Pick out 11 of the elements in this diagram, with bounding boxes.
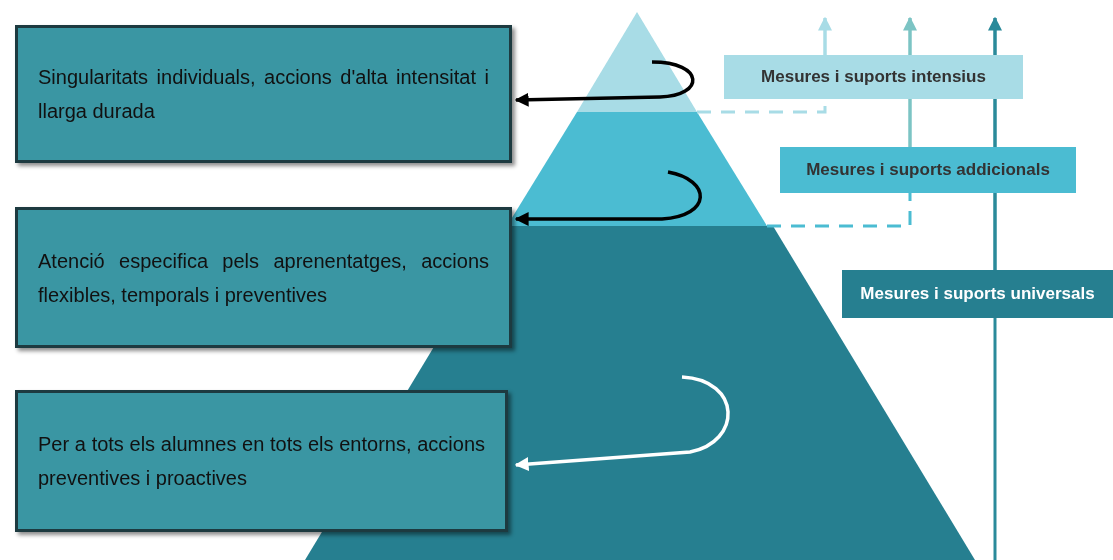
level-label: Mesures i suports universals: [842, 270, 1113, 318]
level-label: Mesures i suports addicionals: [780, 147, 1076, 193]
arrow: [514, 170, 702, 226]
arrow: [514, 60, 695, 107]
level-label: Mesures i suports intensius: [724, 55, 1023, 99]
arrow: [818, 16, 832, 55]
connector-line: [767, 193, 912, 228]
text-box: Atenció especifica pels aprenentatges, accions flexibles, temporals i preventives: [15, 207, 512, 348]
arrow: [514, 375, 730, 472]
text-box: Singularitats individuals, accions d'alta intensitat i llarga durada: [15, 25, 512, 163]
text-box: Per a tots els alumnes en tots els entorns, accions preventives i proactives: [15, 390, 508, 532]
